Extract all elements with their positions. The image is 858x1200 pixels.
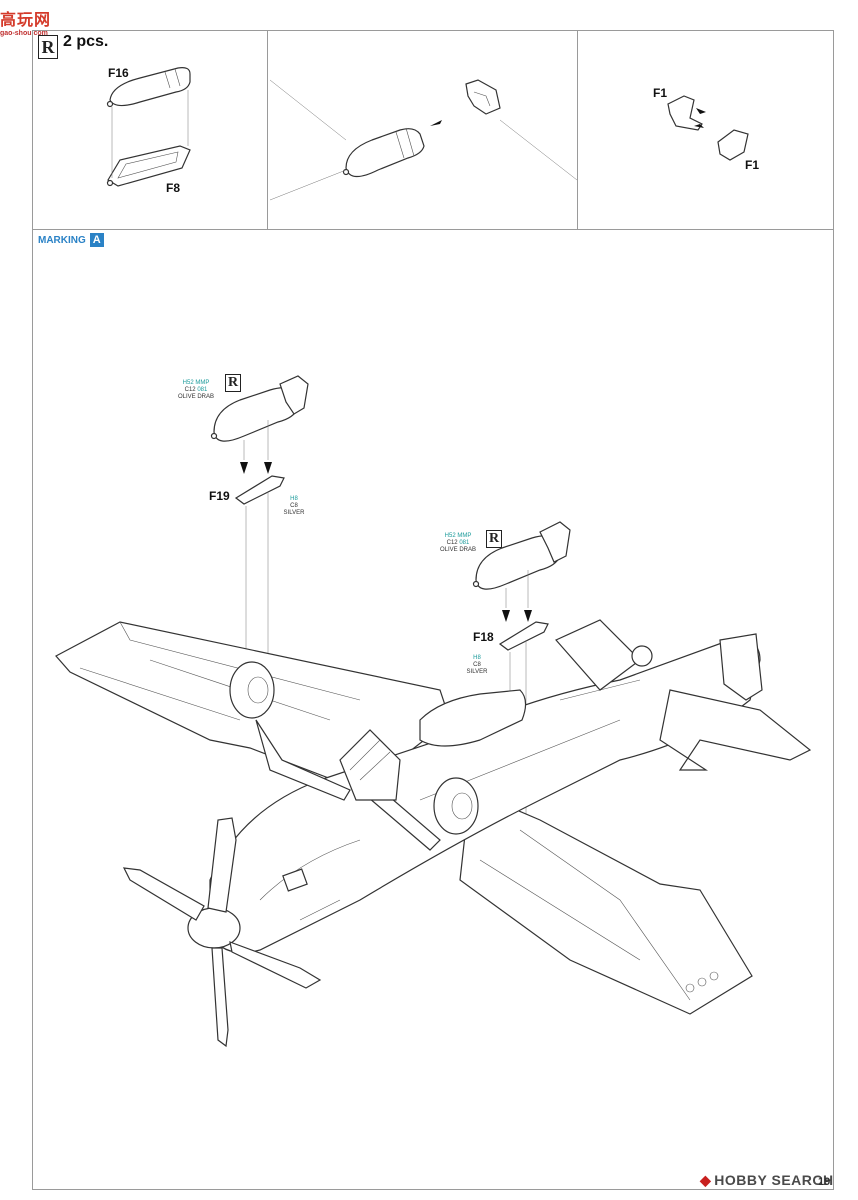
left-bomb-paint-codes: H52 MMP C12 081 OLIVE DRAB <box>177 380 214 400</box>
quantity-badge: R <box>38 35 58 59</box>
f1-bracket-bottom-drawing <box>717 129 749 161</box>
f18-paint-codes: H8 C8 SILVER <box>466 655 488 675</box>
watermark-characters: 高玩网 <box>0 12 52 29</box>
f16-bomb-drawing <box>106 67 191 108</box>
middle-bomb-drawing <box>342 127 425 178</box>
section-divider <box>32 229 834 230</box>
left-bomb-drawing <box>210 375 309 442</box>
left-wheel-drawing <box>229 661 351 801</box>
propeller-drawing <box>122 817 322 1048</box>
page-frame <box>32 30 834 1190</box>
f18-pylon-drawing <box>498 621 549 651</box>
part-label-f1-bottom: F1 <box>745 158 760 172</box>
marking-letter: A <box>89 233 104 247</box>
part-label-f19: F19 <box>209 489 230 503</box>
marking-text: MARKING <box>38 235 86 246</box>
page-number: 19 <box>818 1176 831 1188</box>
hobby-search-logo: ◆HOBBY SEARCH <box>700 1172 834 1189</box>
hobby-search-icon: ◆ <box>700 1172 712 1188</box>
f19-paint-codes: H8 C8 SILVER <box>283 496 305 516</box>
part-label-f8: F8 <box>166 181 181 195</box>
f1-bracket-top-drawing <box>667 95 703 131</box>
part-label-f16: F16 <box>108 66 129 80</box>
middle-bracket-drawing <box>465 79 501 115</box>
watermark-url: gao-shou.com <box>0 30 48 37</box>
right-bomb-badge: R <box>486 530 502 548</box>
hobby-search-text: HOBBY SEARCH <box>714 1172 834 1188</box>
part-label-f18: F18 <box>473 630 494 644</box>
right-bomb-paint-codes: H52 MMP C12 081 OLIVE DRAB <box>439 533 476 553</box>
part-label-f1-top: F1 <box>653 86 668 100</box>
left-bomb-badge: R <box>225 374 241 392</box>
column-divider-1 <box>267 30 268 229</box>
right-bomb-drawing <box>472 521 571 590</box>
quantity-text: 2 pcs. <box>63 33 109 50</box>
aircraft-drawing <box>55 619 812 1048</box>
site-watermark: 高玩网 gao-shou.com <box>0 6 70 37</box>
f19-pylon-drawing <box>234 475 285 505</box>
f8-shackle-drawing <box>106 145 191 187</box>
column-divider-2 <box>577 30 578 229</box>
